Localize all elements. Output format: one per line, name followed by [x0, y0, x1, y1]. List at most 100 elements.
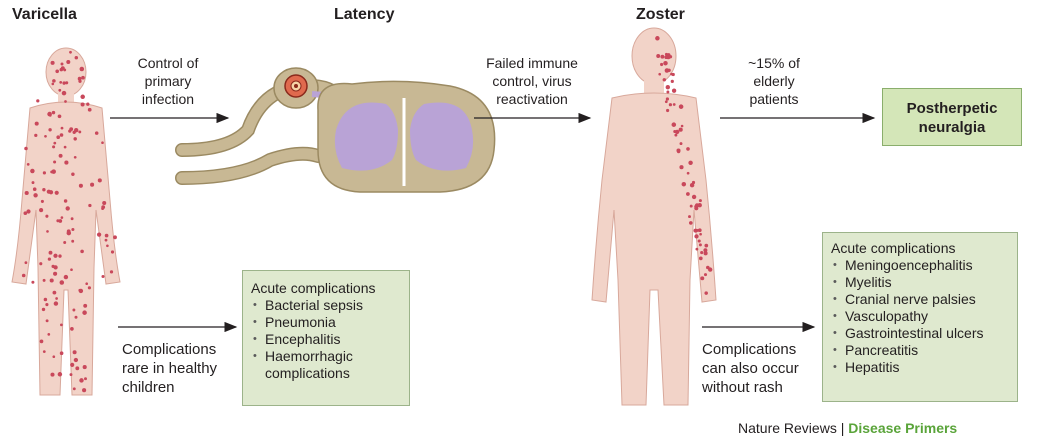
rash-dot: [699, 243, 702, 246]
rash-dot: [694, 234, 698, 238]
rash-dot: [39, 262, 42, 265]
rash-dot: [53, 265, 57, 269]
rash-dot: [687, 172, 690, 175]
rash-dot: [43, 171, 46, 174]
rash-dot: [80, 250, 84, 254]
rash-dot: [700, 276, 704, 280]
rash-dot: [111, 250, 114, 253]
rash-dot: [58, 372, 63, 377]
list-item: Meningoencephalitis: [831, 257, 1009, 274]
rash-dot: [64, 275, 68, 279]
rash-dot: [45, 215, 48, 218]
rash-dot: [69, 51, 72, 54]
list-item-continuation: complications: [265, 365, 401, 382]
rash-dot: [53, 142, 56, 145]
rash-dot: [113, 235, 117, 239]
rash-dot: [674, 134, 677, 137]
rash-dot: [672, 89, 676, 93]
rash-dot: [105, 239, 108, 242]
rash-dot: [41, 200, 44, 203]
rash-dot: [679, 104, 684, 109]
rash-dot: [43, 350, 46, 353]
rash-dot: [70, 327, 74, 331]
phn-line-1: Postherpetic: [883, 99, 1021, 118]
rash-dot: [666, 85, 670, 89]
rash-dot: [88, 204, 91, 207]
rash-dot: [39, 208, 43, 212]
rash-dot: [74, 358, 78, 362]
list-item: Encephalitis: [251, 331, 401, 348]
rash-dot: [106, 244, 109, 247]
rash-dot: [682, 182, 686, 186]
rash-dot: [660, 63, 663, 66]
rash-dot: [60, 68, 64, 72]
rash-dot: [59, 81, 62, 84]
list-item: Pneumonia: [251, 314, 401, 331]
rash-dot: [697, 203, 701, 207]
rash-dot: [51, 83, 54, 86]
rash-dot: [663, 78, 666, 81]
rash-dot: [30, 169, 34, 173]
rash-dot: [66, 60, 70, 64]
rash-dot: [698, 239, 701, 242]
rash-dot: [101, 275, 104, 278]
rash-dot: [53, 291, 57, 295]
rash-dot: [36, 99, 39, 102]
rash-dot: [88, 286, 91, 289]
heading-zoster: Zoster: [636, 6, 685, 24]
rash-dot: [50, 278, 54, 282]
rash-dot: [55, 297, 58, 300]
rash-dot: [75, 316, 78, 319]
rash-dot: [98, 178, 102, 182]
rash-dot: [53, 160, 56, 163]
rash-dot: [25, 191, 29, 195]
rash-dot: [33, 193, 37, 197]
rash-dot: [84, 377, 87, 380]
rash-dot: [694, 205, 697, 208]
rash-dot: [48, 257, 51, 260]
rash-dot: [64, 146, 67, 149]
rash-dot: [80, 95, 85, 100]
rash-dot: [671, 80, 674, 83]
rash-dot: [78, 130, 81, 133]
rash-dot: [75, 56, 78, 59]
rash-dot: [85, 282, 88, 285]
rash-dot: [660, 55, 664, 59]
rash-dot: [69, 127, 73, 131]
rash-dot: [58, 254, 61, 257]
rash-dot: [46, 230, 49, 233]
rash-dot: [24, 147, 28, 151]
label-failed-immune-control: Failed immune control, virus reactivatio…: [470, 54, 594, 108]
rash-dot: [655, 36, 660, 41]
rash-dot: [672, 73, 675, 76]
list-item: Vasculopathy: [831, 308, 1009, 325]
rash-dot: [42, 308, 45, 311]
rash-dot: [86, 103, 89, 106]
zoster-complications-title: Acute complications: [831, 239, 1009, 257]
rash-dot: [51, 61, 55, 65]
zoster-complications-box: Acute complications Meningoencephalitis …: [822, 232, 1018, 402]
rash-dot: [48, 128, 51, 131]
rash-dot: [82, 310, 87, 315]
rash-dot: [78, 80, 81, 83]
rash-dot: [55, 70, 59, 74]
list-item: Hepatitis: [831, 359, 1009, 376]
heading-latency: Latency: [334, 6, 394, 24]
list-item: Pancreatitis: [831, 342, 1009, 359]
rash-dot: [52, 79, 56, 83]
rash-dot: [82, 388, 86, 392]
heading-varicella: Varicella: [12, 6, 77, 24]
rash-dot: [699, 233, 702, 236]
rash-dot: [47, 333, 50, 336]
rash-dot: [49, 251, 53, 255]
rash-dot: [50, 373, 54, 377]
rash-dot: [52, 145, 55, 148]
rash-dot: [47, 112, 52, 117]
rash-dot: [83, 365, 87, 369]
note-complications-without-rash: Complications can also occur without ras…: [702, 340, 822, 397]
rash-dot: [74, 128, 78, 132]
rash-dot: [61, 63, 64, 66]
rash-dot: [704, 273, 707, 276]
rash-dot: [75, 366, 79, 370]
rash-dot: [105, 234, 109, 238]
